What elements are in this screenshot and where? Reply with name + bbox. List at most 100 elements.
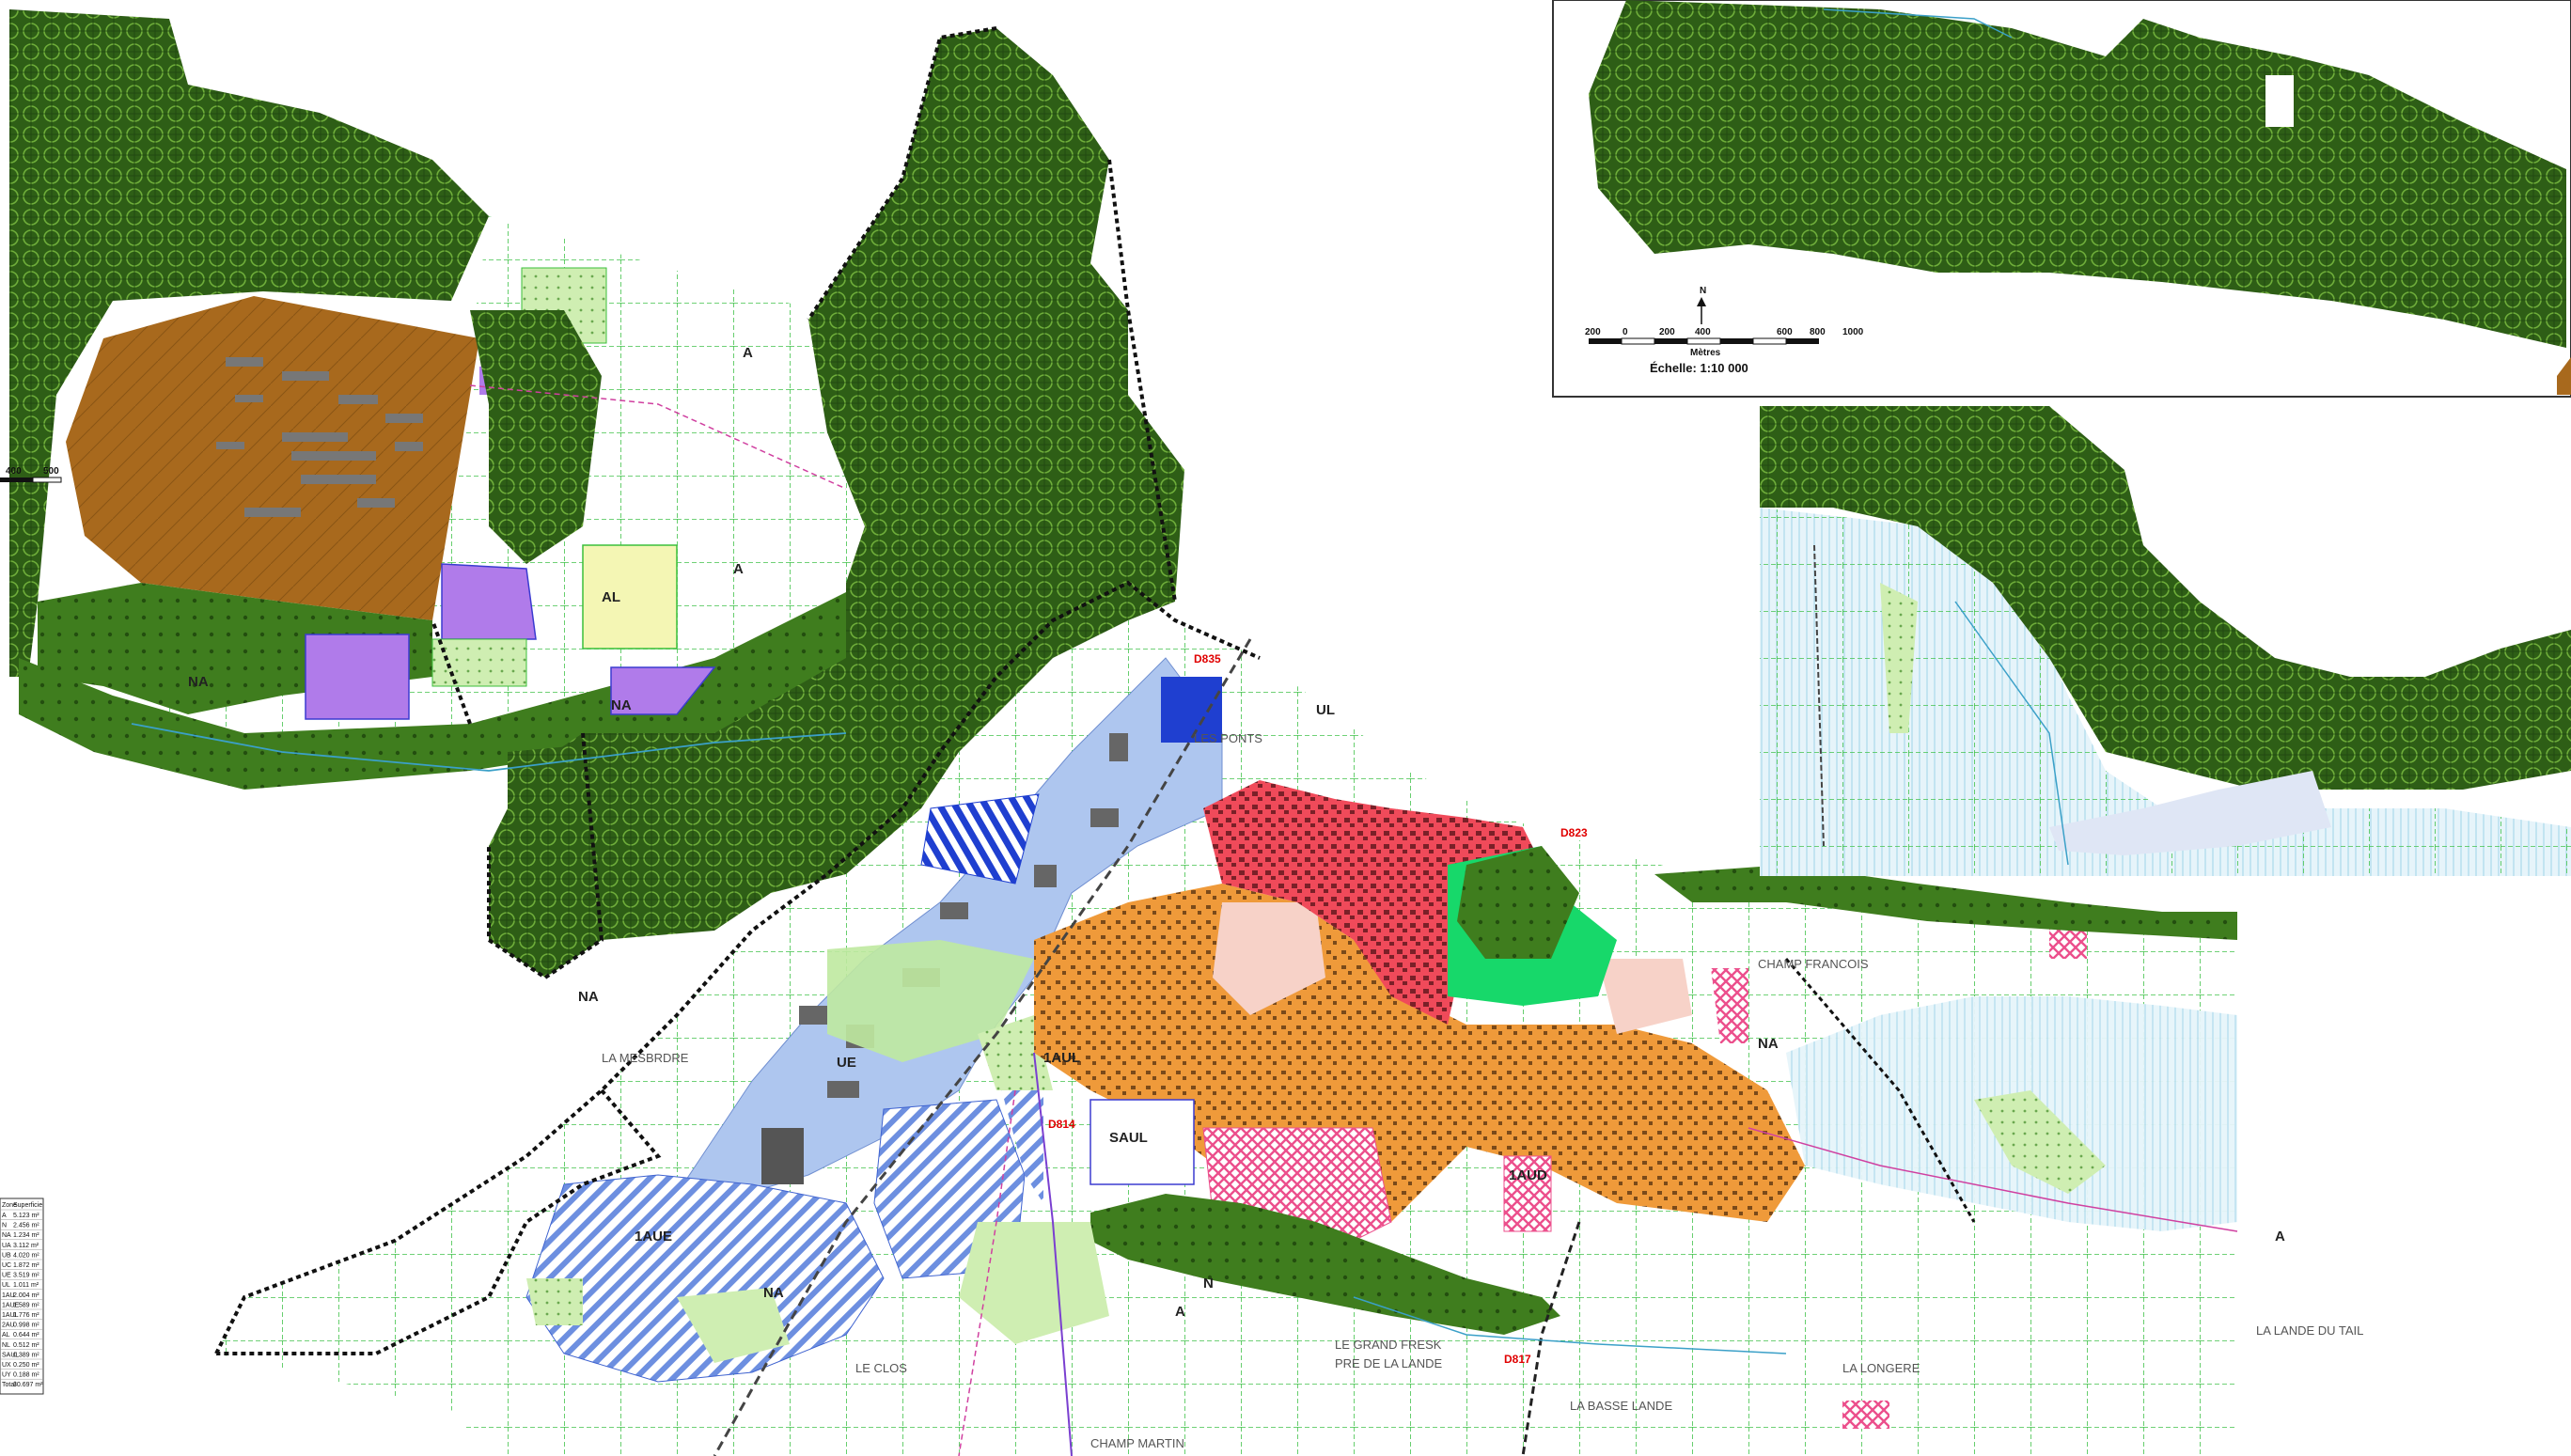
place-champ-martin: CHAMP MARTIN — [1090, 1436, 1184, 1450]
legend-zone-cell: N — [2, 1223, 7, 1229]
legend-zone-cell: UB — [2, 1252, 11, 1259]
zone-label-a-3: A — [2275, 1229, 2285, 1245]
al-zone — [582, 544, 678, 650]
legend-zone-cell: 1AUE — [2, 1302, 20, 1308]
legend-zone-cell: UY — [2, 1372, 11, 1379]
legend-zone-cell: UE — [2, 1273, 11, 1279]
future-zone-1aue — [525, 1174, 885, 1383]
zone-label-ue: UE — [837, 1055, 856, 1071]
river — [131, 723, 847, 772]
legend-area-cell: 0.998 m² — [13, 1323, 39, 1329]
zone-label-na-5: NA — [1758, 1036, 1779, 1052]
left-scale-bar: 400 500 — [0, 466, 62, 483]
left-scale-tick-1: 400 — [6, 466, 22, 477]
legend-zone-cell: AL — [2, 1332, 10, 1339]
main-road — [1521, 1221, 1581, 1456]
legend-header-area: Superficie — [13, 1202, 42, 1209]
legend-zone-cell: NL — [2, 1342, 10, 1349]
future-activity-zone — [920, 793, 1040, 885]
zone-label-al: AL — [602, 589, 620, 605]
place-la-mesbrdre: LA MESBRDRE — [602, 1051, 689, 1065]
scale-unit: Mètres — [1690, 348, 1721, 358]
legend-area-cell: 2.456 m² — [13, 1223, 39, 1229]
zone-label-na-3: NA — [578, 989, 599, 1005]
legend-zone-cell: UL — [2, 1282, 10, 1289]
legend-area-cell: 1.011 m² — [13, 1282, 39, 1289]
zone-label-n: N — [1203, 1276, 1214, 1292]
forest-zone-nw — [9, 9, 489, 677]
inset-forest-east — [1760, 406, 2571, 790]
legend-area-cell: 1.872 m² — [13, 1262, 39, 1269]
zone-label-na-2: NA — [611, 697, 632, 713]
place-la-longere: LA LONGERE — [1842, 1361, 1920, 1375]
legend-area-cell: 0.389 m² — [13, 1352, 39, 1358]
legend-area-cell: 3.112 m² — [13, 1243, 39, 1249]
legend-area-cell: 4.020 m² — [13, 1252, 39, 1259]
equipment-zone-2 — [441, 563, 537, 640]
legend-zone-cell: 2AU — [2, 1323, 15, 1329]
legend-zone-cell: 1AU — [2, 1292, 15, 1299]
military-zone — [66, 296, 479, 620]
road-label-3: D814 — [1048, 1118, 1075, 1131]
legend-area-cell: 1.776 m² — [13, 1312, 39, 1319]
legend-zone-cell: UX — [2, 1362, 11, 1369]
scale-bar: N 200 0 200 400 600 800 1000 Mètres Éche… — [1585, 286, 1864, 375]
place-champ-francois: CHAMP FRANCOIS — [1758, 957, 1869, 971]
legend-area-cell: 1.589 m² — [13, 1302, 39, 1308]
forest-zone-south — [1090, 1194, 1560, 1335]
legend-zone-cell: UC — [2, 1262, 11, 1269]
inset-forest-north — [1589, 0, 2566, 348]
scale-tick-0: 200 — [1585, 327, 1601, 337]
legend-area-cell: 0.188 m² — [13, 1372, 39, 1379]
legend-area-cell: 2.004 m² — [13, 1292, 39, 1299]
left-scale-tick-2: 500 — [43, 466, 59, 477]
legend-zone-cell: Total — [2, 1382, 16, 1388]
legend-zone-cell: UA — [2, 1243, 11, 1249]
legend-zone-cell: A — [2, 1213, 7, 1219]
main-map: A A AL NA NA NA NA NA UE 1AUL 1AUE SAUL … — [9, 9, 2363, 1456]
legend-area-cell: 5.123 m² — [13, 1213, 39, 1219]
military-buildings — [216, 357, 423, 517]
zone-label-na-4: NA — [763, 1285, 784, 1301]
zone-label-a-2: A — [733, 561, 744, 577]
equipment-zone-1 — [305, 634, 410, 720]
scale-title: Échelle: 1:10 000 — [1650, 361, 1748, 375]
legend-header-zone: Zone — [2, 1202, 17, 1209]
zone-label-a-4: A — [1175, 1304, 1185, 1320]
place-la-basse-lande: LA BASSE LANDE — [1570, 1399, 1672, 1413]
zone-label-a-1: A — [743, 345, 753, 361]
legend-area-cell: 3.519 m² — [13, 1273, 39, 1279]
scale-tick-6: 1000 — [1842, 327, 1864, 337]
legend-area-cell: 0.644 m² — [13, 1332, 39, 1339]
north-arrow-label: N — [1700, 286, 1706, 296]
zone-label-ul: UL — [1316, 702, 1335, 718]
zone-label-aue: 1AUE — [635, 1229, 672, 1245]
inset-map-east — [1760, 406, 2571, 876]
inset-map-north: N 200 0 200 400 600 800 1000 Mètres Éche… — [1552, 0, 2571, 398]
activity-zone-dark — [1161, 677, 1222, 743]
legend-area-cell: 0.512 m² — [13, 1342, 39, 1349]
scale-tick-1: 0 — [1623, 327, 1628, 337]
legend-zone-cell: NA — [2, 1232, 11, 1239]
legend-area-cell: 30.697 m² — [13, 1382, 43, 1388]
place-le-grand-fresk: LE GRAND FRESK — [1335, 1338, 1442, 1352]
place-pre-de-la-lande: PRE DE LA LANDE — [1335, 1356, 1442, 1370]
zone-label-na-1: NA — [188, 674, 209, 690]
scale-tick-2: 200 — [1659, 327, 1675, 337]
scale-tick-3: 400 — [1695, 327, 1711, 337]
legend-area-cell: 1.234 m² — [13, 1232, 39, 1239]
road-label-4: D823 — [1560, 826, 1588, 839]
legend-zone-cell: SAUL — [2, 1352, 19, 1358]
road-label-1: D835 — [1194, 652, 1221, 665]
place-le-clos: LE CLOS — [855, 1361, 907, 1375]
scale-tick-5: 800 — [1810, 327, 1826, 337]
zone-label-aud: 1AUD — [1509, 1167, 1547, 1183]
legend-zone-cell: 1AUL — [2, 1312, 19, 1319]
road-label-2: D817 — [1504, 1353, 1531, 1366]
legend-area-cell: 0.250 m² — [13, 1362, 39, 1369]
zone-label-aul: 1AUL — [1043, 1050, 1080, 1066]
place-la-lande-du-tail: LA LANDE DU TAIL — [2256, 1323, 2363, 1338]
place-les-ponts: LES PONTS — [1194, 731, 1262, 745]
